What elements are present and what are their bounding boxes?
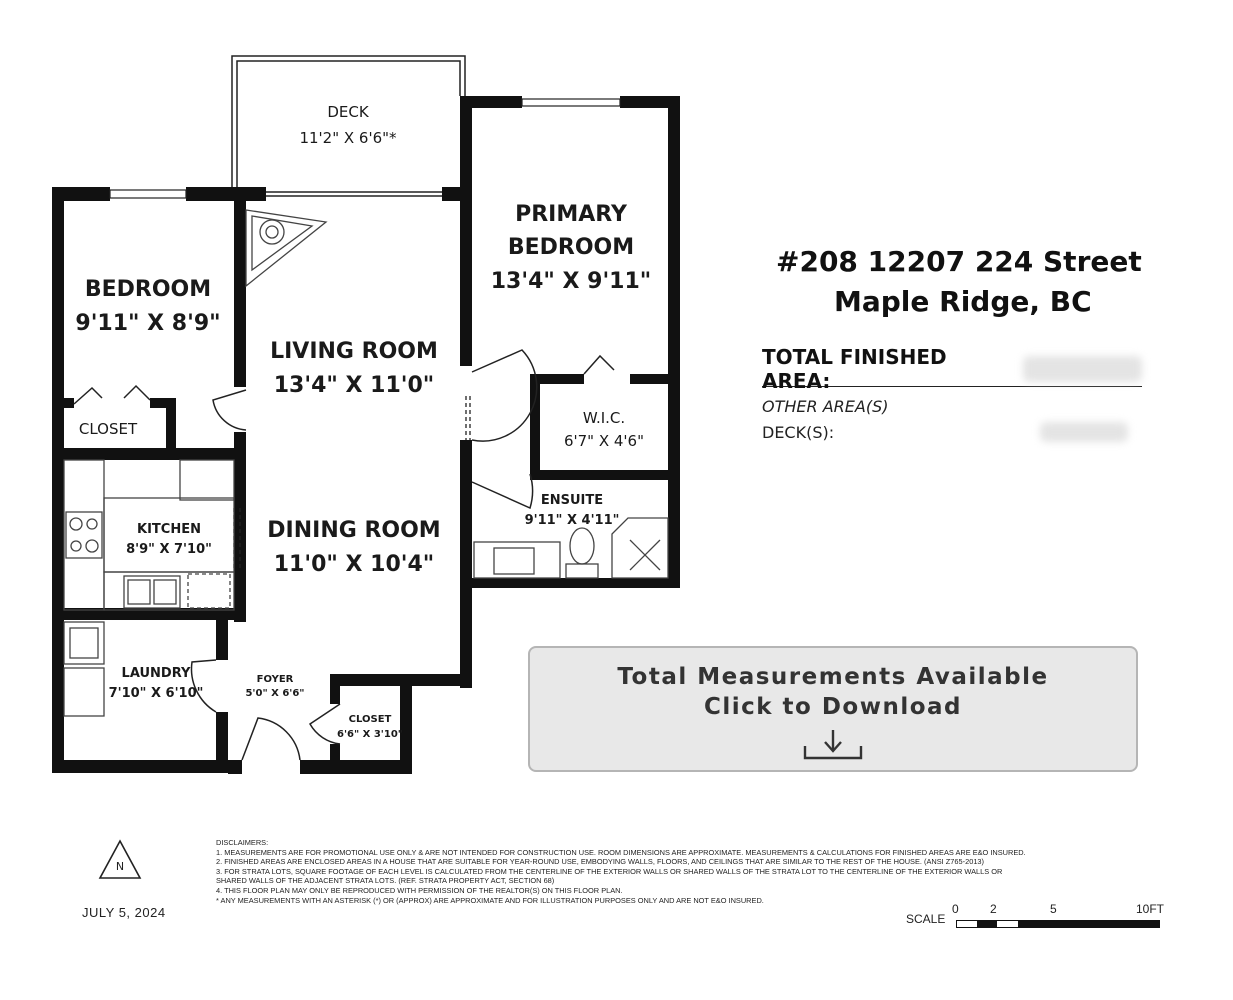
fixtures <box>63 209 669 717</box>
laundry-dims: 7'10" X 6'10" <box>109 686 204 701</box>
address-line-1: #208 12207 224 Street <box>776 245 1142 278</box>
total-finished-area-label: TOTAL FINISHED AREA: <box>762 345 947 393</box>
closet-label: CLOSET <box>79 420 138 438</box>
bedroom-label: BEDROOM <box>85 277 211 302</box>
disclaimer-line: 3. FOR STRATA LOTS, SQUARE FOOTAGE OF EA… <box>216 866 1003 876</box>
walls <box>52 96 680 774</box>
disclaimer-line: SHARED WALLS OF THE ADJACENT STRATA LOTS… <box>216 876 555 886</box>
decks-row: DECK(S): <box>762 422 1142 442</box>
deck-outline <box>231 55 466 190</box>
living-room-dims: 13'4" X 11'0" <box>274 373 435 398</box>
property-info: #208 12207 224 Street Maple Ridge, BC TO… <box>762 242 1142 442</box>
other-areas-label: OTHER AREA(S) <box>762 397 889 416</box>
closet2-label: CLOSET <box>349 714 392 725</box>
download-icon <box>803 730 863 760</box>
download-measurements-button[interactable]: Total Measurements Available Click to Do… <box>528 646 1138 772</box>
wic-dims: 6'7" X 4'6" <box>564 432 644 450</box>
foyer-dims: 5'0" X 6'6" <box>245 688 304 699</box>
ensuite-dims: 9'11" X 4'11" <box>525 513 620 528</box>
foyer-label: FOYER <box>257 674 294 685</box>
redacted-area-value <box>1023 356 1142 382</box>
deck-outline-inner <box>236 60 461 188</box>
disclaimer-line: 1. MEASUREMENTS ARE FOR PROMOTIONAL USE … <box>216 847 1026 857</box>
disclaimer-heading: DISCLAIMERS: <box>216 838 269 847</box>
address-line-2: Maple Ridge, BC <box>834 285 1092 318</box>
closet2-dims: 6'6" X 3'10" <box>337 729 403 740</box>
disclaimer-line: * ANY MEASUREMENTS WITH AN ASTERISK (*) … <box>216 895 764 905</box>
scale-tick-2: 2 <box>990 902 997 916</box>
primary-bedroom-label-1: PRIMARY <box>515 202 628 227</box>
scale-tick-10: 10FT <box>1136 902 1165 916</box>
north-label: N <box>116 860 124 873</box>
laundry-label: LAUNDRY <box>122 666 191 681</box>
disclaimer-line: 4. THIS FLOOR PLAN MAY ONLY BE REPRODUCE… <box>216 885 623 895</box>
disclaimer-line: 2. FINISHED AREAS ARE ENCLOSED AREAS IN … <box>216 857 985 867</box>
plan-date: JULY 5, 2024 <box>82 905 166 920</box>
scale-label: SCALE <box>906 912 946 926</box>
primary-bedroom-label-2: BEDROOM <box>508 235 634 260</box>
deck-dims: 11'2" X 6'6"* <box>299 129 397 147</box>
living-room-label: LIVING ROOM <box>270 339 438 364</box>
scale-bar-graphic <box>956 920 1160 928</box>
download-line-1: Total Measurements Available <box>617 664 1049 690</box>
scale-bar: SCALE 0 2 5 10FT <box>904 902 1174 936</box>
deck-label: DECK <box>327 103 370 121</box>
decks-label: DECK(S): <box>762 422 835 442</box>
download-line-2: Click to Download <box>703 694 963 720</box>
kitchen-dims: 8'9" X 7'10" <box>126 542 212 557</box>
ensuite-label: ENSUITE <box>541 493 603 508</box>
bedroom-dims: 9'11" X 8'9" <box>75 311 220 336</box>
kitchen-label: KITCHEN <box>137 522 201 537</box>
floor-plan: DECK 11'2" X 6'6"* BEDROOM 9'11" X 8'9" … <box>52 55 680 774</box>
primary-bedroom-dims: 13'4" X 9'11" <box>491 269 652 294</box>
scale-tick-5: 5 <box>1050 902 1057 916</box>
scale-tick-0: 0 <box>952 902 959 916</box>
dining-room-dims: 11'0" X 10'4" <box>274 552 435 577</box>
wic-label: W.I.C. <box>583 409 625 427</box>
dining-room-label: DINING ROOM <box>267 518 440 543</box>
disclaimers: DISCLAIMERS: 1. MEASUREMENTS ARE FOR PRO… <box>216 838 1166 905</box>
north-arrow-icon: N <box>98 839 142 879</box>
redacted-deck-value <box>1040 422 1128 442</box>
total-finished-area-row: TOTAL FINISHED AREA: <box>762 345 1142 393</box>
